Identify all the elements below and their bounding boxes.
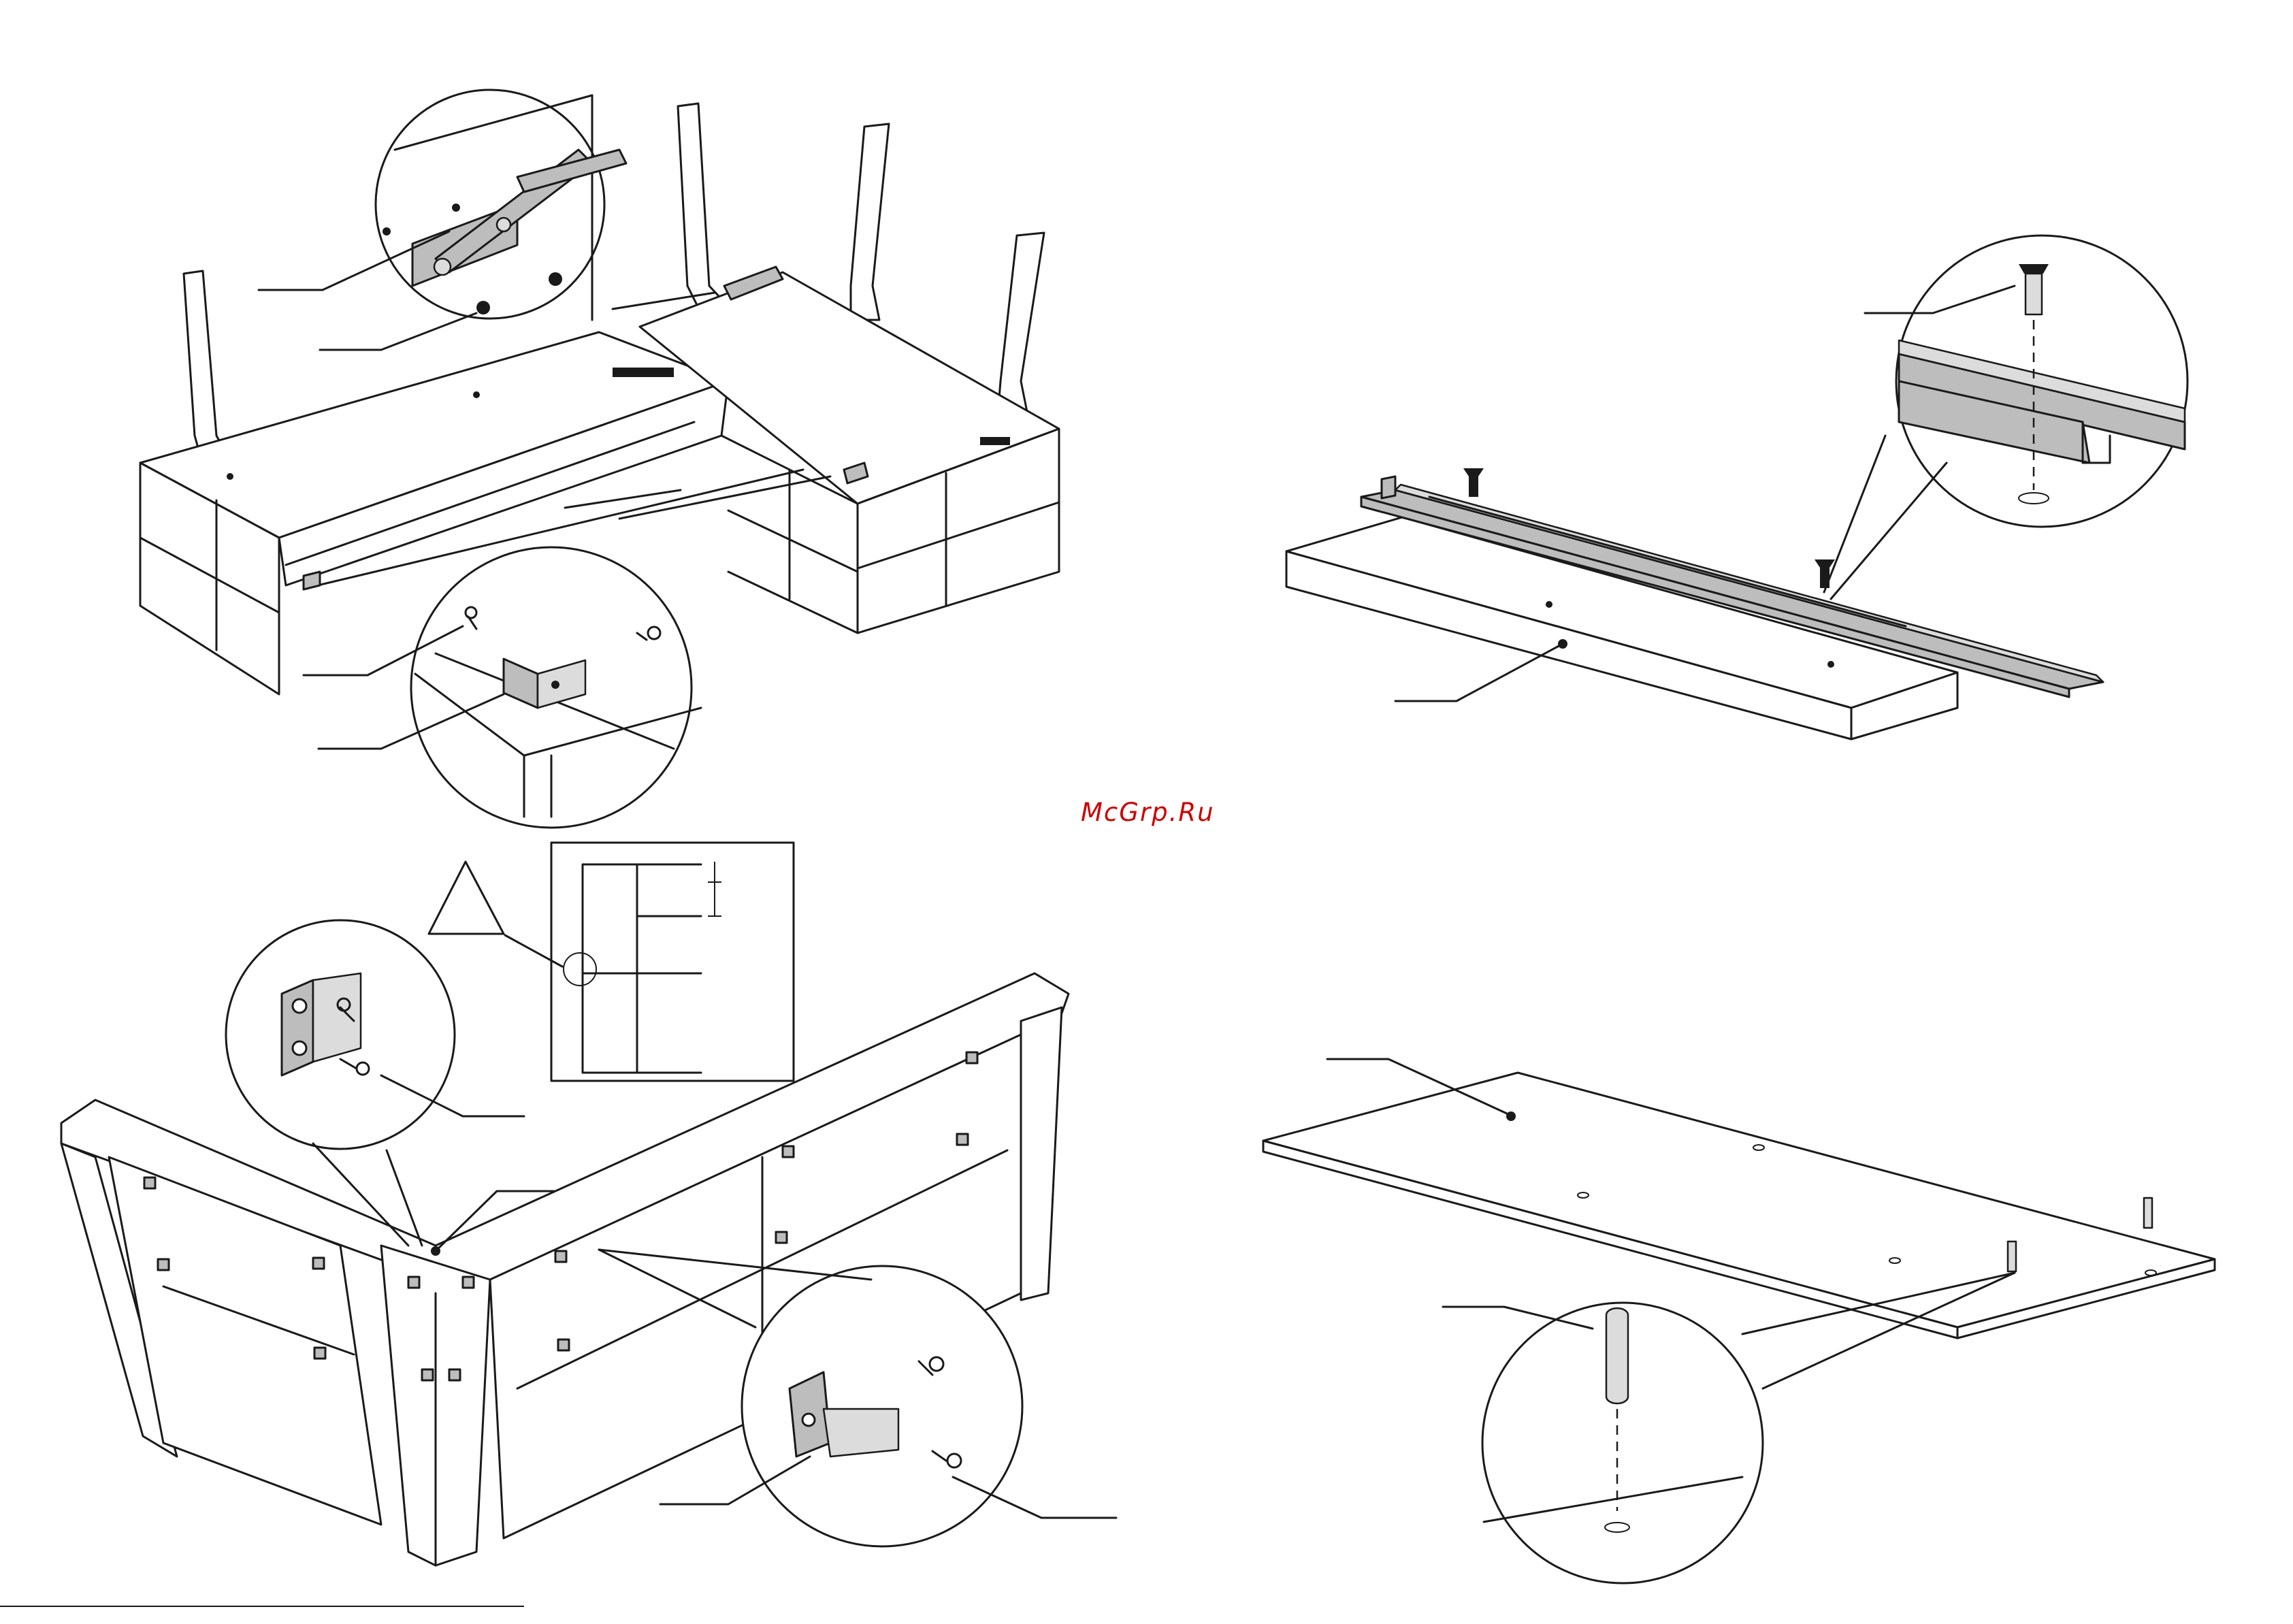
- dowel-zoom: [1443, 1303, 1763, 1583]
- detail-box: [505, 843, 794, 1081]
- lift-mechanism-zoom: [376, 90, 715, 320]
- warning-triangle-icon: [429, 862, 504, 934]
- watermark: McGrp.Ru: [1081, 798, 1215, 827]
- panel-drawer-rail-screw: [1286, 236, 2188, 739]
- screw-icon: [1463, 468, 1484, 497]
- panel-bench-lift-mechanism: [140, 90, 1059, 828]
- panel-corner-bracket-assembly: [61, 843, 1116, 1565]
- panel-seat-board-dowel: [1263, 1059, 2215, 1583]
- rail-screw-zoom: [1865, 236, 2188, 527]
